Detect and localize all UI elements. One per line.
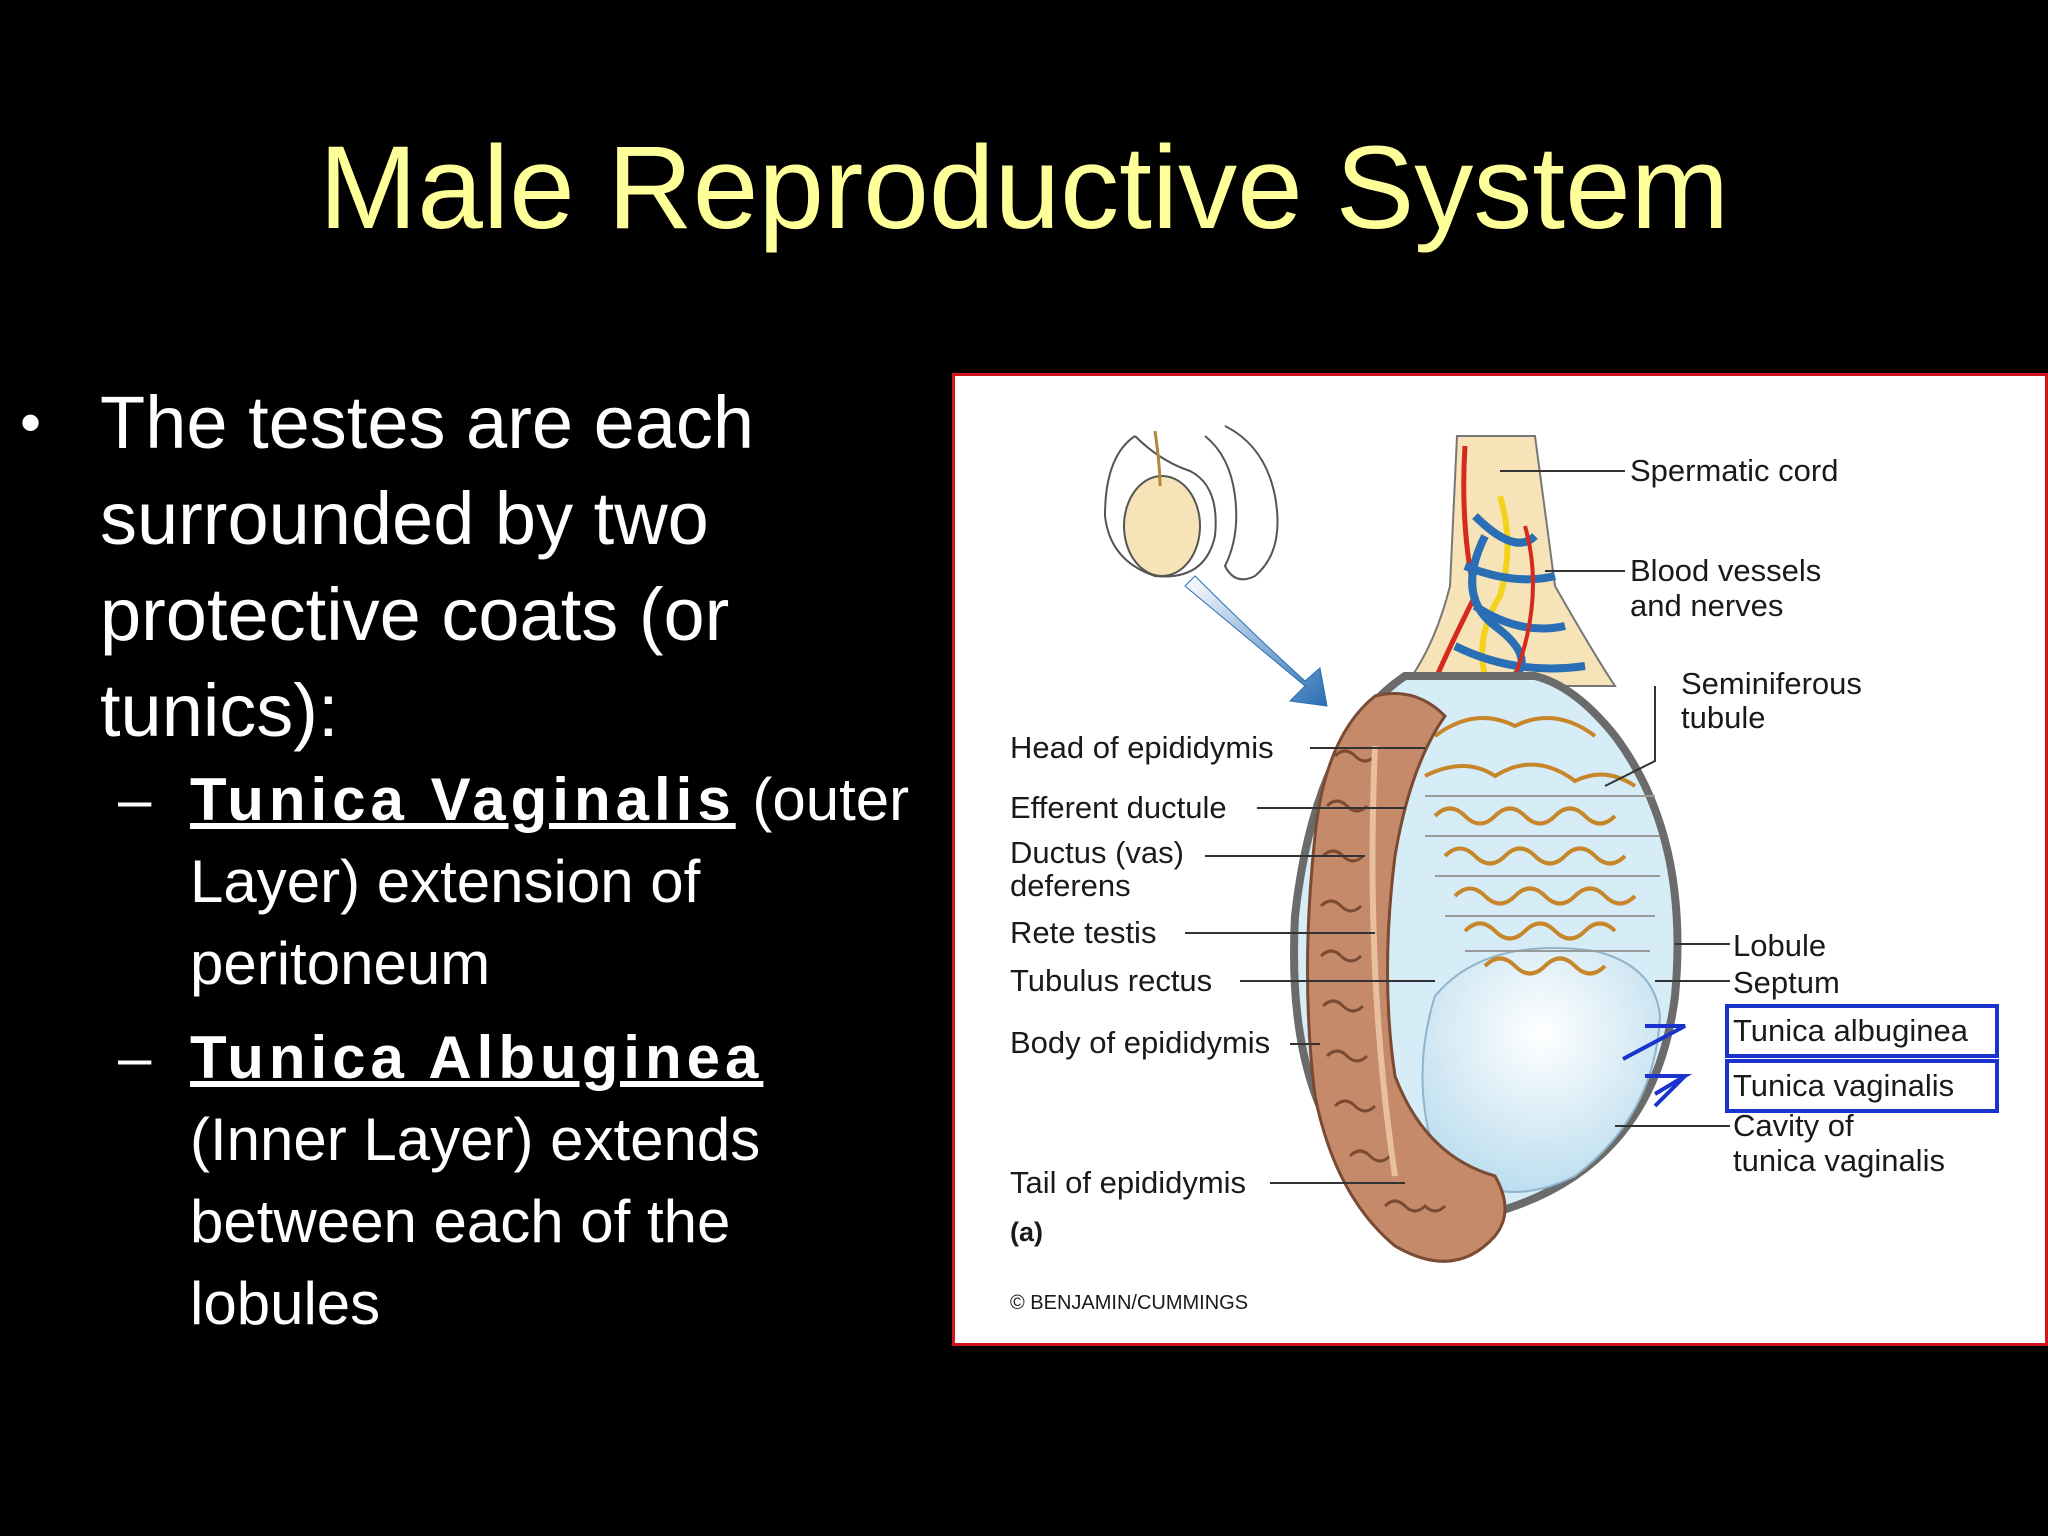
bullet-list: • The testes are each surrounded by two …	[20, 375, 920, 1345]
label-panel-a: (a)	[1010, 1217, 1043, 1247]
testis-diagram: Spermatic cord Blood vessels and nerves …	[952, 373, 2048, 1346]
highlight-box-tunica-vaginalis	[1725, 1059, 1999, 1113]
label-efferent-ductule: Efferent ductule	[1010, 790, 1227, 825]
term-tunica-vaginalis: Tunica Vaginalis	[190, 766, 736, 833]
term-tunica-albuginea: Tunica Albuginea	[190, 1024, 764, 1091]
label-seminiferous: Seminiferous	[1681, 666, 1862, 701]
spermatic-cord	[1382, 435, 1617, 848]
highlight-box-tunica-albuginea	[1725, 1004, 1999, 1058]
cavity-region	[1421, 947, 1662, 1193]
label-and-nerves: and nerves	[1630, 588, 1783, 623]
sub-bullet-tunica-vaginalis: – Tunica Vaginalis (outer Layer) extensi…	[20, 759, 920, 1005]
lobule-septa	[1425, 795, 1660, 952]
label-tunica-vaginalis-cavity: tunica vaginalis	[1733, 1143, 1945, 1178]
label-blood-vessels: Blood vessels	[1630, 553, 1821, 588]
pointer-arrow-icon	[1184, 575, 1328, 707]
bullet-item: • The testes are each surrounded by two …	[20, 375, 920, 759]
bullet-text: The testes are each surrounded by two pr…	[100, 381, 755, 752]
testis-illustration: Spermatic cord Blood vessels and nerves …	[1010, 425, 1999, 1314]
label-body-of-epididymis: Body of epididymis	[1010, 1025, 1270, 1060]
sub-bullet-tunica-albuginea: – Tunica Albuginea (Inner Layer) extends…	[20, 1017, 920, 1345]
label-ductus-vas: Ductus (vas)	[1010, 835, 1184, 870]
label-lobule: Lobule	[1733, 928, 1826, 963]
dash-icon: –	[118, 766, 152, 833]
label-deferens: deferens	[1010, 868, 1131, 903]
bullet-dot-icon: •	[20, 389, 42, 456]
label-tubule: tubule	[1681, 700, 1765, 735]
label-head-of-epididymis: Head of epididymis	[1010, 730, 1274, 765]
desc-tunica-albuginea: (Inner Layer) extends between each of th…	[190, 1106, 761, 1337]
inset-figure	[1103, 425, 1279, 581]
label-tunica-albuginea: Tunica albuginea	[1733, 1013, 1969, 1048]
label-cavity-of: Cavity of	[1733, 1108, 1854, 1143]
dash-icon: –	[118, 1024, 152, 1091]
label-tail-of-epididymis: Tail of epididymis	[1010, 1165, 1246, 1200]
highlight-leaders	[1622, 1024, 1693, 1108]
label-septum: Septum	[1733, 965, 1840, 1000]
slide-title: Male Reproductive System	[318, 122, 1729, 254]
label-tunica-vaginalis: Tunica vaginalis	[1733, 1068, 1954, 1103]
desc-tunica-vaginalis: (outer Layer) extension of peritoneum	[190, 766, 910, 997]
label-spermatic-cord: Spermatic cord	[1630, 453, 1838, 488]
label-tubulus-rectus: Tubulus rectus	[1010, 963, 1212, 998]
leader-lines	[1185, 470, 1730, 1184]
copyright-text: © BENJAMIN/CUMMINGS	[1010, 1292, 1248, 1314]
label-rete-testis: Rete testis	[1010, 915, 1156, 950]
seminiferous-tubules	[1424, 716, 1637, 976]
